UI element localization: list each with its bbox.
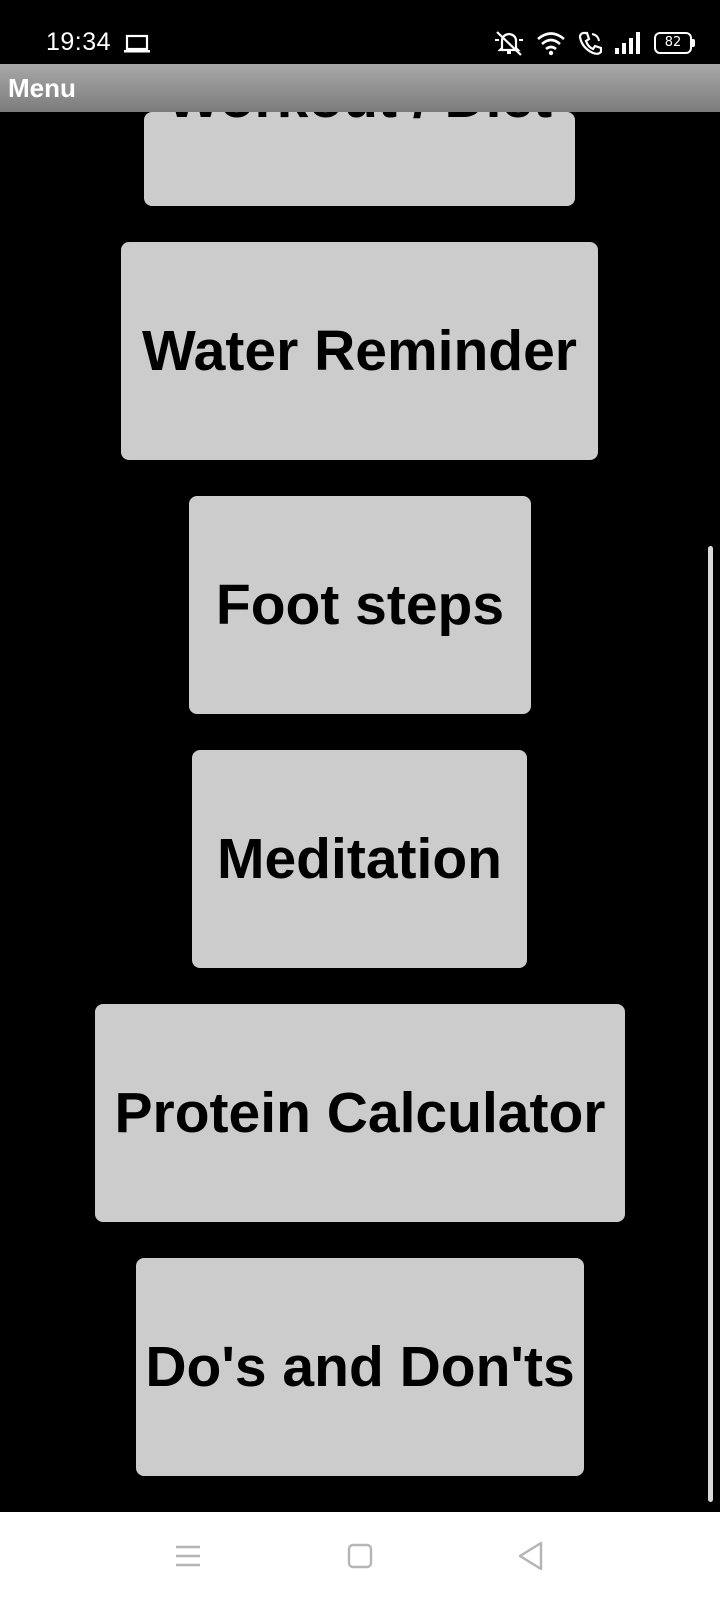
back-triangle-icon[interactable] (512, 1536, 552, 1576)
menu-button-label: Meditation (217, 827, 502, 891)
menu-button-water-reminder[interactable]: Water Reminder (121, 242, 598, 460)
battery-level: 82 (664, 35, 682, 50)
battery-icon: 82 (654, 32, 695, 54)
menu-button-dos-and-donts[interactable]: Do's and Don'ts (136, 1258, 584, 1476)
menu-title: Menu (8, 73, 76, 103)
system-navigation-bar (0, 1512, 720, 1600)
menu-button-protein-calculator[interactable]: Protein Calculator (95, 1004, 625, 1222)
menu-lines-icon[interactable] (168, 1536, 208, 1576)
menu-button-label: Protein Calculator (114, 1081, 606, 1145)
status-time: 19:34 (46, 28, 112, 56)
menu-button-label: Foot steps (215, 573, 505, 637)
menu-button-label: Workout / Diet (167, 112, 552, 131)
mute-icon (495, 31, 523, 56)
status-icons: 82 (494, 28, 695, 58)
menu-list[interactable]: Workout / Diet Water Reminder Foot steps… (0, 112, 720, 1512)
vertical-scrollbar[interactable] (708, 546, 713, 1502)
laptop-icon (124, 34, 150, 53)
home-square-icon[interactable] (340, 1536, 380, 1576)
menu-button-meditation[interactable]: Meditation (192, 750, 527, 968)
wifi-call-icon (578, 31, 602, 55)
menu-button-foot-steps[interactable]: Foot steps (189, 496, 531, 714)
menu-button-workout-diet[interactable]: Workout / Diet (144, 112, 575, 206)
wifi-icon (537, 32, 565, 56)
status-bar: 19:34 82 (0, 0, 720, 64)
menu-button-label: Water Reminder (142, 319, 577, 383)
signal-icon (615, 32, 640, 54)
menu-header-bar: Menu (0, 64, 720, 113)
menu-button-label: Do's and Don'ts (145, 1335, 575, 1399)
